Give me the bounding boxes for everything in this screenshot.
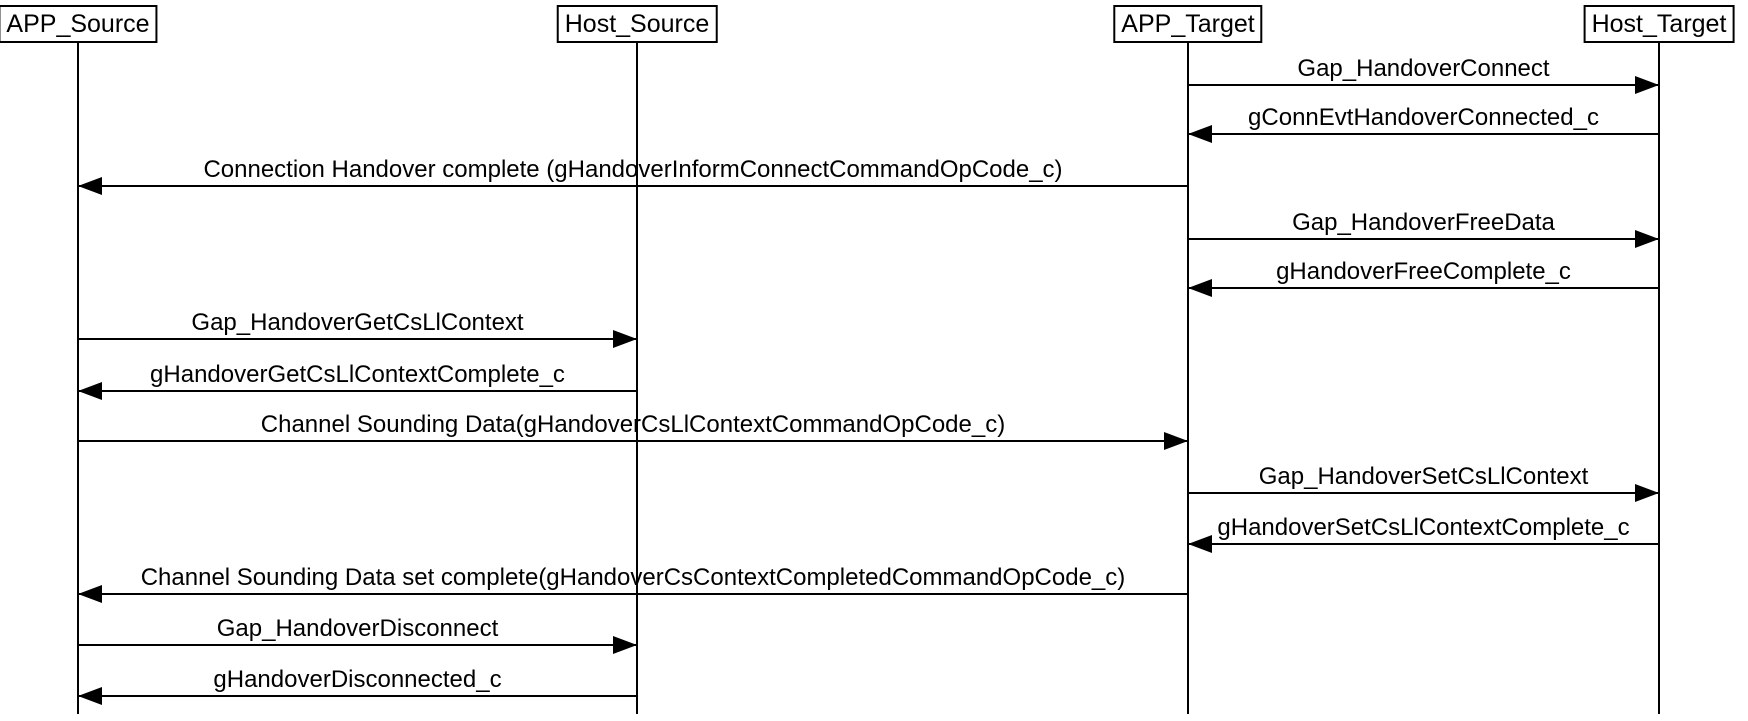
arrowhead-icon [1635, 76, 1659, 94]
arrowhead-icon [613, 330, 637, 348]
message: gHandoverGetCsLlContextComplete_c [78, 358, 637, 400]
message-line [1188, 492, 1659, 494]
arrowhead-icon [1188, 535, 1212, 553]
message-label: Gap_HandoverConnect [1297, 55, 1550, 82]
message-line [78, 390, 637, 392]
arrowhead-icon [1635, 230, 1659, 248]
message-line [78, 440, 1188, 442]
arrowhead-icon [1635, 484, 1659, 502]
message-label: gHandoverFreeComplete_c [1276, 258, 1571, 285]
message-line [1188, 543, 1659, 545]
lifeline [77, 43, 79, 714]
message-line [78, 695, 637, 697]
arrowhead-icon [78, 687, 102, 705]
message-line [1188, 238, 1659, 240]
message-line [78, 593, 1188, 595]
message: Gap_HandoverDisconnect [78, 612, 637, 654]
arrowhead-icon [1188, 125, 1212, 143]
arrowhead-icon [1188, 279, 1212, 297]
participant-box: APP_Source [0, 5, 158, 43]
message-label: Gap_HandoverFreeData [1292, 209, 1555, 236]
message: Gap_HandoverFreeData [1188, 206, 1659, 248]
participant-box: Host_Target [1583, 5, 1735, 43]
message: Gap_HandoverSetCsLlContext [1188, 460, 1659, 502]
message-label: Channel Sounding Data set complete(gHand… [140, 564, 1126, 591]
message-label: gHandoverGetCsLlContextComplete_c [150, 361, 565, 388]
lifeline [1187, 43, 1189, 714]
participant-box: APP_Target [1113, 5, 1263, 43]
arrowhead-icon [78, 382, 102, 400]
message-line [78, 644, 637, 646]
participant-box: Host_Source [556, 5, 718, 43]
message-line [1188, 287, 1659, 289]
arrowhead-icon [613, 636, 637, 654]
message-label: gConnEvtHandoverConnected_c [1248, 104, 1599, 131]
message: gHandoverDisconnected_c [78, 663, 637, 705]
lifeline [636, 43, 638, 714]
arrowhead-icon [1164, 432, 1188, 450]
message: gHandoverFreeComplete_c [1188, 255, 1659, 297]
message-line [1188, 133, 1659, 135]
message-line [1188, 84, 1659, 86]
message: Channel Sounding Data set complete(gHand… [78, 561, 1188, 603]
message-label: Gap_HandoverSetCsLlContext [1258, 463, 1589, 490]
message-line [78, 338, 637, 340]
message-label: gHandoverDisconnected_c [213, 666, 502, 693]
message-label: Gap_HandoverDisconnect [216, 615, 499, 642]
message: Gap_HandoverConnect [1188, 52, 1659, 94]
message: Gap_HandoverGetCsLlContext [78, 306, 637, 348]
arrowhead-icon [78, 177, 102, 195]
message: gHandoverSetCsLlContextComplete_c [1188, 511, 1659, 553]
message-label: Channel Sounding Data(gHandoverCsLlConte… [260, 411, 1006, 438]
arrowhead-icon [78, 585, 102, 603]
message-label: gHandoverSetCsLlContextComplete_c [1217, 514, 1630, 541]
message-line [78, 185, 1188, 187]
message: Connection Handover complete (gHandoverI… [78, 153, 1188, 195]
message: Channel Sounding Data(gHandoverCsLlConte… [78, 408, 1188, 450]
message: gConnEvtHandoverConnected_c [1188, 101, 1659, 143]
lifeline [1658, 43, 1660, 714]
message-label: Connection Handover complete (gHandoverI… [203, 156, 1063, 183]
message-label: Gap_HandoverGetCsLlContext [191, 309, 524, 336]
